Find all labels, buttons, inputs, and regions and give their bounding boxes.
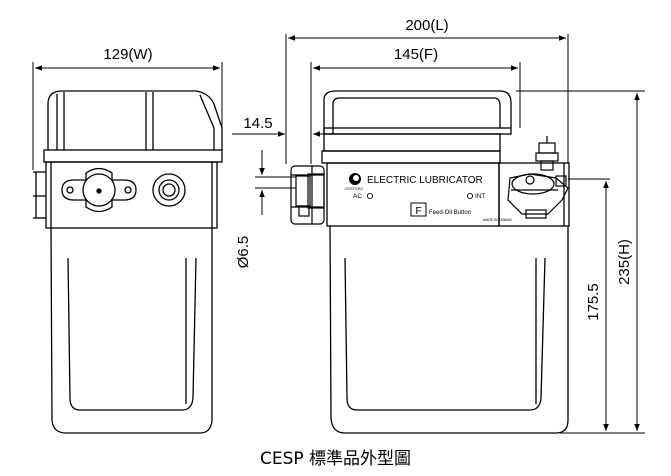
inner-height-label: 175.5	[585, 283, 602, 321]
width-label: 129(W)	[103, 46, 152, 63]
pump-fitting-icon	[507, 136, 569, 219]
cable-gland-icon	[152, 173, 186, 207]
tiny-panel-text: MADE IN TAIWAN	[483, 218, 512, 222]
feed-oil-button-label: Feed-Oil Button	[429, 210, 471, 216]
hole-label: Ø6.5	[235, 236, 252, 269]
ac-label: AC	[353, 193, 362, 200]
front-view	[321, 90, 570, 434]
int-label: INT	[475, 193, 486, 200]
mount-bracket-icon	[290, 165, 325, 225]
inner-height-dimension: 175.5	[568, 178, 610, 431]
front-dimension: 145(F)	[310, 46, 521, 164]
motor-cap-icon	[61, 167, 137, 213]
logo-text: CESTERC	[344, 186, 363, 191]
length-dimension: 200(L)	[285, 17, 569, 164]
panel-title: ELECTRIC LUBRICATOR	[367, 175, 483, 186]
panel-label: CESTERC ELECTRIC LUBRICATOR AC INT F Fee…	[344, 173, 512, 222]
ac-led-icon	[366, 192, 374, 200]
offset-dimension: 14.5	[232, 115, 336, 137]
side-view	[33, 90, 223, 434]
front-label: 145(F)	[394, 46, 438, 63]
width-dimension: 129(W)	[32, 46, 223, 170]
length-label: 200(L)	[405, 17, 448, 34]
offset-label: 14.5	[243, 115, 272, 132]
height-dimension: 235(H)	[516, 90, 645, 434]
feed-oil-button-letter: F	[415, 206, 421, 217]
drawing-caption: CESP 標準品外型圖	[259, 449, 412, 469]
hole-dimension: Ø6.5	[235, 150, 296, 268]
height-label: 235(H)	[616, 239, 633, 285]
feed-oil-button	[410, 202, 427, 217]
int-led-icon	[466, 192, 474, 200]
